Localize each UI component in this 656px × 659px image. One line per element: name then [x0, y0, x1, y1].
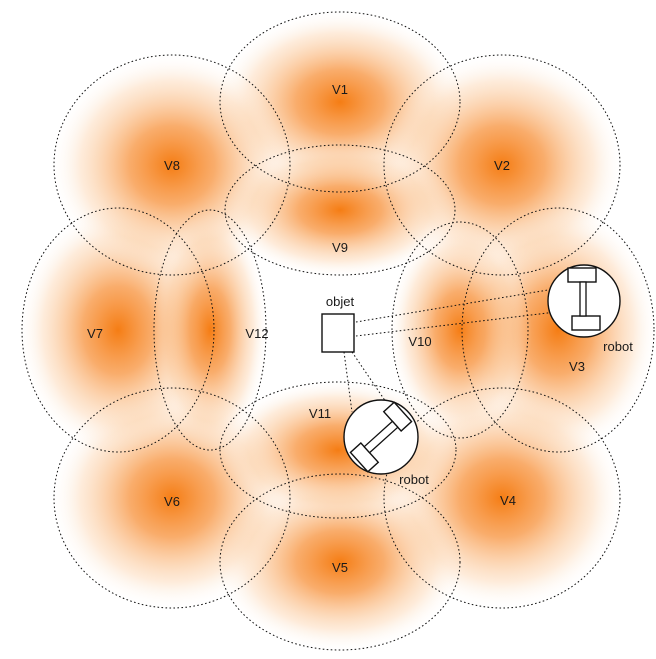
- zone-label-v3: V3: [569, 359, 585, 374]
- zone-label-v1: V1: [332, 82, 348, 97]
- robot-wheel: [567, 267, 597, 283]
- robot-center: robot: [343, 399, 429, 487]
- zone-label-v2: V2: [494, 158, 510, 173]
- object-label: objet: [326, 294, 355, 309]
- sight-line: [355, 311, 557, 337]
- zone-v12-fill: [152, 208, 268, 452]
- zone-label-v12: V12: [245, 326, 268, 341]
- zone-v9-fill: [222, 142, 458, 278]
- robot-axle: [579, 281, 587, 317]
- sight-lines: [343, 287, 561, 413]
- zone-v6-outline: [53, 387, 291, 609]
- object-box: [321, 313, 355, 353]
- zone-v8-outline: [53, 54, 291, 276]
- robot-label: robot: [603, 339, 633, 354]
- zone-v7-outline: [21, 207, 215, 453]
- zone-v9-outline: [224, 144, 456, 276]
- zone-label-v9: V9: [332, 240, 348, 255]
- zone-v1-outline: [219, 11, 461, 193]
- zone-outlines: [21, 11, 655, 651]
- robot-right: robot: [547, 264, 633, 354]
- zone-v10-outline: [391, 221, 529, 439]
- zone-label-v11: V11: [309, 406, 331, 421]
- object: objet: [321, 294, 355, 353]
- zone-v12-outline: [153, 209, 267, 451]
- robot-axle: [363, 420, 399, 454]
- zone-v2-outline: [383, 54, 621, 276]
- robot-label: robot: [399, 472, 429, 487]
- zone-v4-outline: [383, 387, 621, 609]
- sight-line: [355, 287, 561, 323]
- zone-labels: V1 V2 V3 V4 V5 V6 V7 V8 V9 V10 V11 V12: [87, 82, 585, 575]
- zone-v11-outline: [219, 381, 457, 519]
- zone-v3-outline: [461, 207, 655, 453]
- zone-label-v5: V5: [332, 560, 348, 575]
- zone-label-v4: V4: [500, 493, 516, 508]
- robot-wheel: [571, 315, 601, 331]
- zone-label-v10: V10: [408, 334, 431, 349]
- zone-label-v6: V6: [164, 494, 180, 509]
- zone-label-v8: V8: [164, 158, 180, 173]
- zone-v5-outline: [219, 473, 461, 651]
- zone-label-v7: V7: [87, 326, 103, 341]
